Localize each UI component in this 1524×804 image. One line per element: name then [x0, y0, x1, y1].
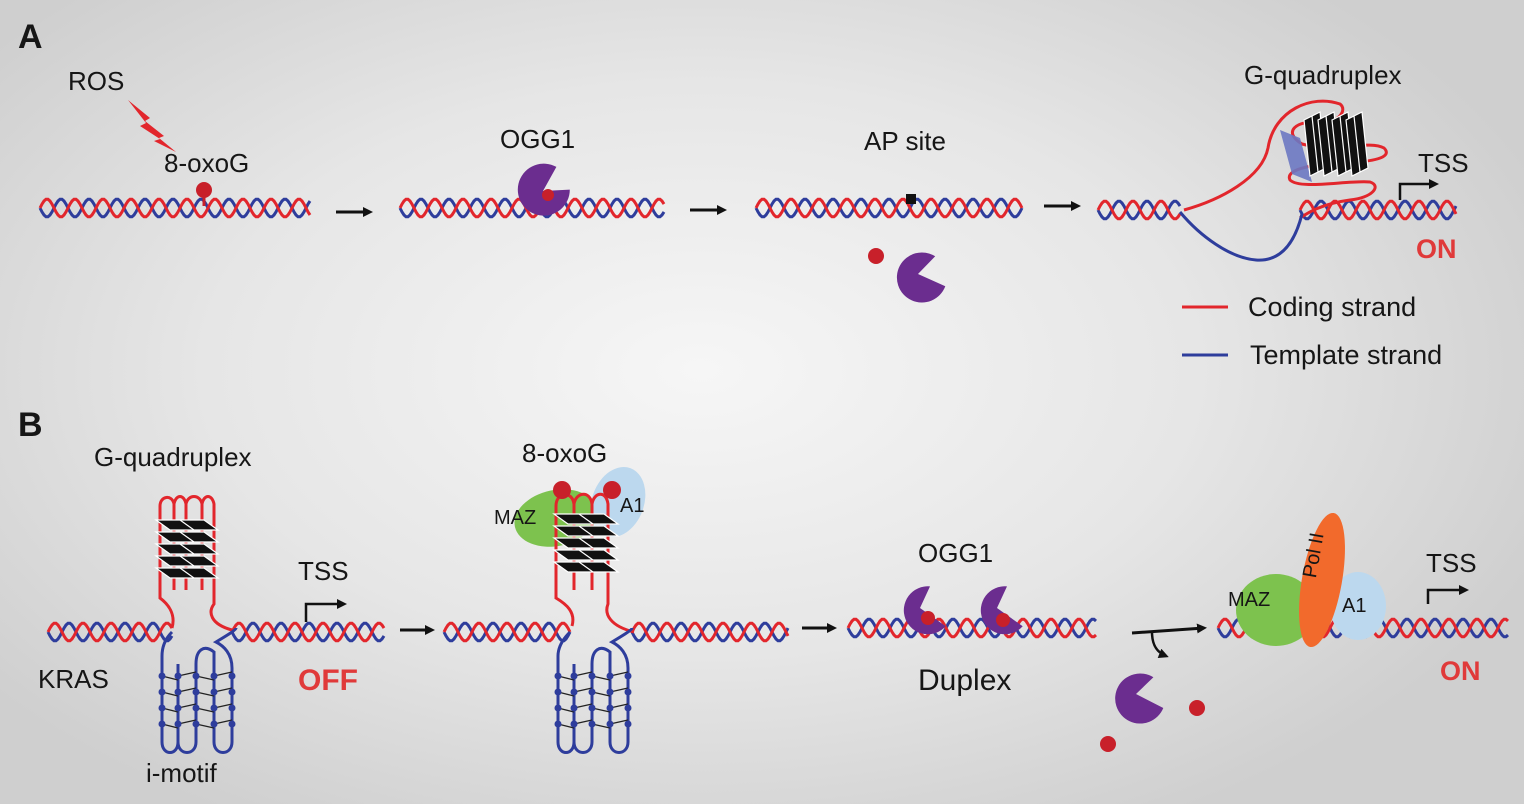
- ogg1-label-a: OGG1: [500, 124, 576, 154]
- ros-label: ROS: [68, 66, 125, 96]
- dna-duplex-a1: [38, 197, 312, 219]
- panel-b-label: B: [18, 406, 43, 444]
- g-tetrad-plane-a: [1280, 130, 1312, 182]
- kras-label: KRAS: [38, 664, 109, 694]
- released-8-oxog-b-left: [1100, 736, 1116, 752]
- g-tetrad-stack-a: [1303, 111, 1369, 177]
- i-motif-label: i-motif: [146, 758, 217, 788]
- maz-protein-b4: [1236, 574, 1316, 646]
- tss-arrow-a: [1398, 179, 1439, 200]
- dna-duplex-b2-left: [442, 621, 572, 643]
- 8-oxog-lesion-a1: [196, 182, 212, 198]
- tss-label-a: TSS: [1418, 148, 1469, 178]
- ogg1-enzyme-b3-left: [903, 586, 946, 635]
- i-motif-base-pairs-b1: [158, 671, 236, 729]
- g-quadruplex-loop-b1: [158, 495, 233, 632]
- ap-site-marker: [906, 194, 916, 204]
- dna-duplex-a3: [754, 197, 1024, 219]
- pol2-protein-b4: [1299, 512, 1345, 648]
- a1-protein-b4: [1330, 572, 1386, 640]
- released-8-oxog-a: [868, 248, 884, 264]
- on-label-a: ON: [1416, 234, 1457, 264]
- maz-label-b2: MAZ: [494, 507, 537, 529]
- duplex-label: Duplex: [918, 664, 1012, 697]
- maz-label-b4: MAZ: [1228, 589, 1271, 611]
- dna-duplex-b1-left: [46, 621, 174, 643]
- a1-label-b4: A1: [1342, 595, 1367, 617]
- i-motif-loop-b1: [160, 627, 238, 754]
- legend-template-label: Template strand: [1250, 340, 1443, 370]
- coding-strand-loop-a: [1183, 99, 1388, 220]
- legend-coding-label: Coding strand: [1248, 292, 1417, 322]
- g-quadruplex-label-a: G-quadruplex: [1244, 60, 1402, 90]
- dna-duplex-a4-right: [1298, 199, 1458, 221]
- 8-oxog-label-b: 8-oxoG: [522, 438, 608, 468]
- a1-label-b2: A1: [620, 495, 645, 517]
- released-8-oxog-b-right: [1189, 700, 1205, 716]
- ros-lightning-icon: [128, 100, 176, 152]
- on-label-b: ON: [1440, 656, 1481, 686]
- ogg1-label-b: OGG1: [918, 538, 994, 568]
- ogg1-released-b: [1115, 673, 1164, 724]
- dna-duplex-b3: [846, 617, 1098, 639]
- g-tetrad-stack-b2: [552, 513, 620, 573]
- off-label: OFF: [298, 664, 358, 697]
- tss-arrow-b4: [1426, 585, 1469, 604]
- panel-a-label: A: [18, 18, 43, 56]
- dna-duplex-b1-right: [230, 621, 386, 643]
- template-strand-loop-a: [1178, 211, 1304, 262]
- release-branch-arrow: [1150, 631, 1169, 659]
- g-tetrad-stack-b1: [154, 519, 220, 579]
- ogg1-enzyme-b3-right: [980, 586, 1023, 635]
- 8-oxog-lesion-b2-right: [603, 481, 621, 499]
- tss-label-b4: TSS: [1426, 548, 1477, 578]
- i-motif-loop-b2: [556, 627, 634, 754]
- ap-site-label: AP site: [864, 126, 946, 156]
- dna-duplex-b2-right: [630, 621, 790, 643]
- step-arrow-b3: [1131, 623, 1207, 635]
- tss-label-b1: TSS: [298, 556, 349, 586]
- ogg1-enzyme-a2: [517, 163, 570, 216]
- 8-oxog-label-a: 8-oxoG: [164, 148, 250, 178]
- ogg1-released-a: [896, 252, 946, 303]
- dna-duplex-a4-left: [1096, 199, 1182, 221]
- 8-oxog-lesion-b2-left: [553, 481, 571, 499]
- tss-arrow-b1: [304, 599, 347, 622]
- g-quadruplex-label-b: G-quadruplex: [94, 442, 252, 472]
- i-motif-base-pairs-b2: [554, 671, 632, 729]
